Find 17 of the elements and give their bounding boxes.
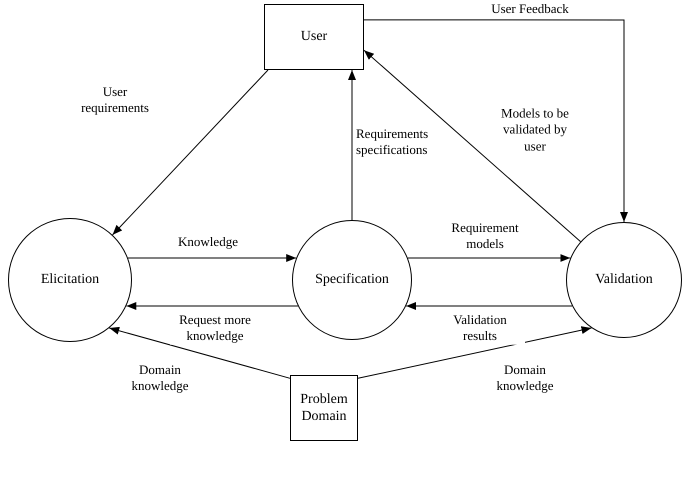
node-label: Specification xyxy=(314,271,390,289)
arrow xyxy=(348,70,356,220)
arrow xyxy=(112,70,268,236)
arrow xyxy=(126,302,298,310)
node-label: Elicitation xyxy=(40,271,100,289)
arrow xyxy=(406,302,573,310)
arrow xyxy=(127,254,297,262)
entity-box xyxy=(290,375,358,441)
arrow xyxy=(364,50,582,242)
node-label: Validation xyxy=(594,271,654,289)
arrow xyxy=(108,326,290,379)
arrow xyxy=(364,19,628,222)
entity-box xyxy=(264,4,364,70)
node-label: User xyxy=(300,28,328,46)
arrow xyxy=(407,254,571,262)
node-label: Problem Domain xyxy=(299,390,349,426)
arrow xyxy=(358,326,592,379)
